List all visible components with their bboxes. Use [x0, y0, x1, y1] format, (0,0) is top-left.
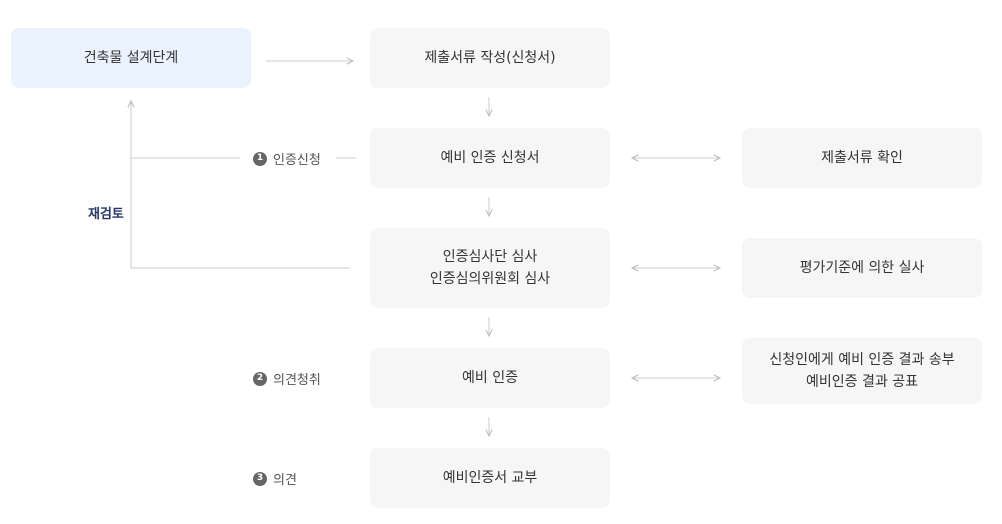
side-site-inspection: 평가기준에 의한 실사 [742, 238, 982, 298]
step-prelim-application-label: 예비 인증 신청서 [440, 150, 540, 166]
stage-number-badge: 2 [253, 371, 267, 386]
step-review: 인증심사단 심사 인증심의위원회 심사 [370, 228, 610, 308]
recheck-label: 재검토 [88, 207, 124, 222]
stage-label-application: 1 인증신청 [253, 149, 321, 168]
step-issue-cert: 예비인증서 교부 [370, 448, 610, 508]
step-issue-cert-label: 예비인증서 교부 [442, 470, 538, 486]
step-review-line2: 인증심의위원회 심사 [429, 271, 551, 287]
stage-label-text: 인증신청 [273, 153, 321, 168]
step-prelim-application: 예비 인증 신청서 [370, 128, 610, 188]
side-notify: 신청인에게 예비 인증 결과 송부 예비인증 결과 공표 [742, 338, 982, 404]
stage-label-opinion: 3 의견 [253, 469, 297, 488]
stage-number-badge: 3 [253, 471, 267, 486]
step-submit-docs: 제출서류 작성(신청서) [370, 28, 610, 88]
side-check-docs-label: 제출서류 확인 [821, 150, 903, 166]
step-prelim-cert: 예비 인증 [370, 348, 610, 408]
step-design-stage: 건축물 설계단계 [11, 28, 251, 88]
side-check-docs: 제출서류 확인 [742, 128, 982, 188]
step-submit-docs-label: 제출서류 작성(신청서) [424, 50, 556, 66]
stage-label-text: 의견 [273, 473, 297, 488]
side-notify-line2: 예비인증 결과 공표 [806, 374, 918, 390]
step-review-line1: 인증심사단 심사 [442, 249, 538, 265]
step-design-stage-label: 건축물 설계단계 [83, 50, 179, 66]
stage-label-text: 의견청취 [273, 373, 321, 388]
step-prelim-cert-label: 예비 인증 [462, 370, 518, 386]
stage-label-hearing: 2 의견청취 [253, 369, 321, 388]
stage-number-badge: 1 [253, 151, 267, 166]
side-notify-line1: 신청인에게 예비 인증 결과 송부 [769, 352, 955, 368]
side-site-inspection-label: 평가기준에 의한 실사 [799, 260, 925, 276]
